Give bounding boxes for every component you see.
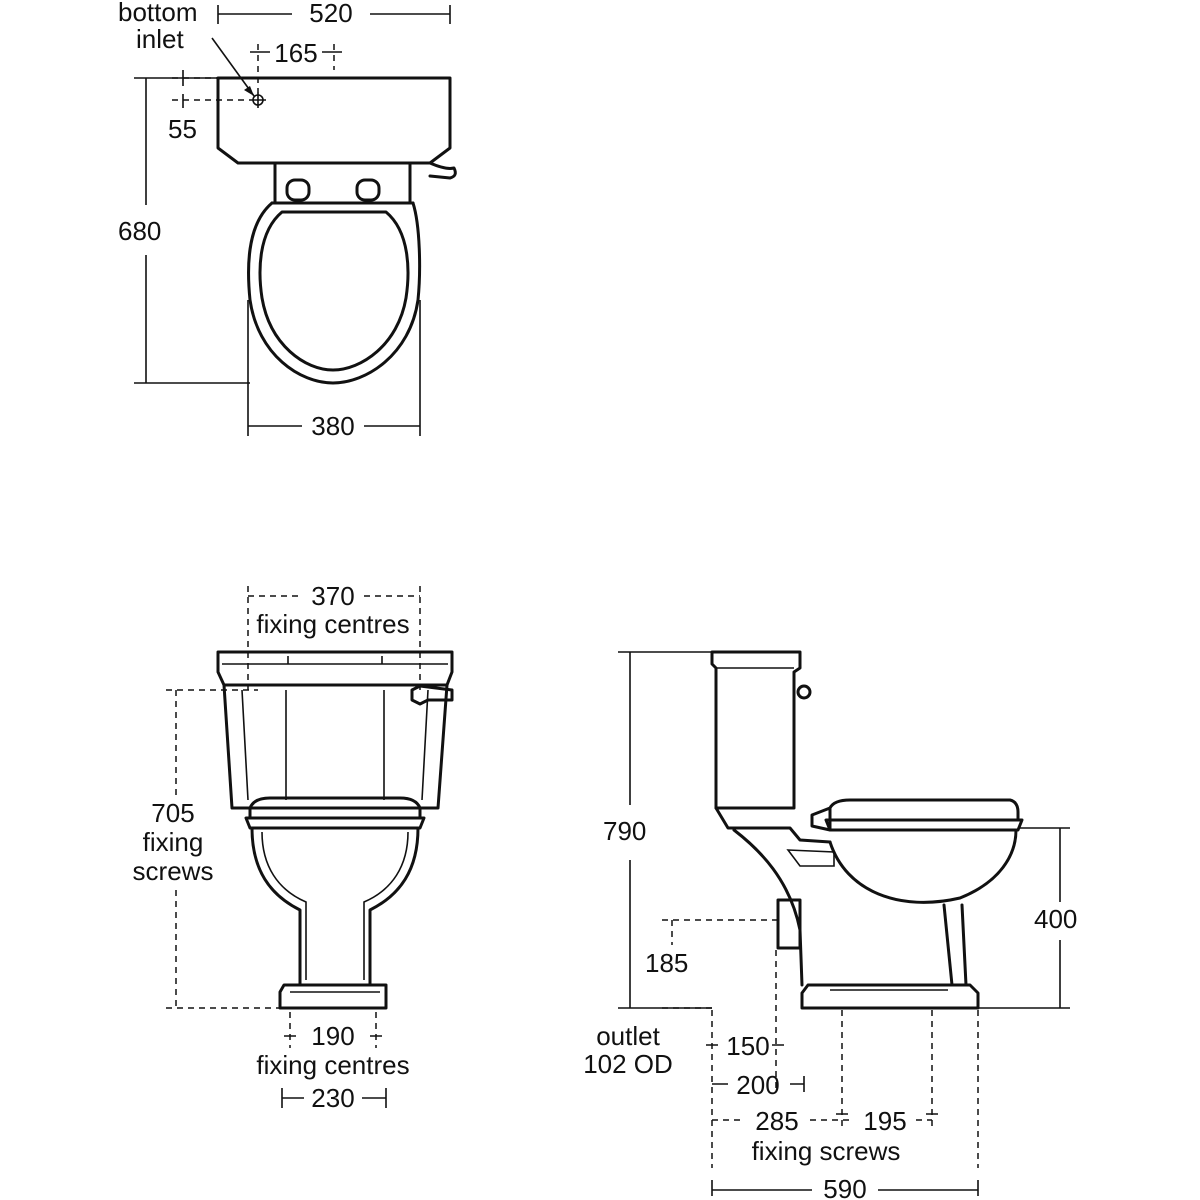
side-pedestal xyxy=(942,903,968,987)
dim-plan-inlet-depth xyxy=(172,70,250,108)
plan-seat-inner xyxy=(258,210,410,372)
front-flush-lever xyxy=(410,684,454,706)
inlet-leader-arrow xyxy=(211,37,255,97)
label-fixing-screw-195: 195 xyxy=(863,1106,906,1136)
front-cistern-lid xyxy=(216,650,454,687)
dim-front-base-fixing xyxy=(284,1012,382,1048)
dim-side-seat-height xyxy=(978,827,1070,1009)
label-outlet-height-185: 185 xyxy=(645,948,688,978)
plan-view: bottom inlet 520 165 55 680 380 xyxy=(118,0,457,441)
label-outlet: outlet xyxy=(596,1021,660,1051)
dim-front-fixing-screws xyxy=(166,689,282,1009)
label-outlet-offset-150: 150 xyxy=(726,1031,769,1061)
label-width-520: 520 xyxy=(309,0,352,28)
dim-plan-width xyxy=(217,5,451,24)
label-base-fixing-centres: fixing centres xyxy=(256,1050,409,1080)
label-screws: screws xyxy=(133,856,214,886)
label-inlet-depth-55: 55 xyxy=(168,114,197,144)
side-connector xyxy=(714,806,832,844)
side-view: 790 400 185 outlet 102 OD 150 200 285 19… xyxy=(583,650,1077,1200)
plan-hinges xyxy=(270,178,415,205)
side-flush-lever xyxy=(796,684,812,700)
side-cistern xyxy=(710,650,802,810)
label-base-fixing-190: 190 xyxy=(311,1021,354,1051)
label-projection-590: 590 xyxy=(823,1174,866,1200)
plan-seat-outer xyxy=(246,201,422,385)
label-fixing-screw-285: 285 xyxy=(755,1106,798,1136)
dim-plan-inlet-offset xyxy=(250,44,342,92)
dim-side-projection xyxy=(711,1180,979,1196)
label-height-790: 790 xyxy=(603,816,646,846)
dim-side-outlet-height xyxy=(662,919,778,1009)
side-base xyxy=(800,983,980,1010)
front-view: 370 fixing centres 705 fixing screws 190… xyxy=(133,581,454,1113)
plan-neck xyxy=(273,161,412,205)
front-seat xyxy=(248,796,422,820)
side-seat xyxy=(828,798,1020,822)
label-base-width-230: 230 xyxy=(311,1083,354,1113)
label-height-705: 705 xyxy=(151,798,194,828)
label-inlet-offset-165: 165 xyxy=(274,38,317,68)
dim-side-outlet-depth xyxy=(712,1076,805,1092)
dim-side-fixing-screws xyxy=(712,1113,938,1121)
front-cistern-body xyxy=(222,683,449,810)
label-outlet-depth-200: 200 xyxy=(736,1070,779,1100)
plan-cistern-outline xyxy=(216,76,452,165)
plan-flush-lever xyxy=(428,161,457,180)
label-fixing-centres-top: fixing centres xyxy=(256,609,409,639)
front-pedestal-base xyxy=(278,983,388,1010)
dim-front-base-width xyxy=(281,1088,387,1108)
dim-plan-depth xyxy=(134,77,250,384)
side-reference-lines xyxy=(711,950,979,1168)
label-fixing-screws: fixing screws xyxy=(752,1136,901,1166)
label-seat-height-400: 400 xyxy=(1034,904,1077,934)
label-fixing: fixing xyxy=(143,827,204,857)
label-inlet: inlet xyxy=(136,24,184,54)
label-bottom: bottom xyxy=(118,0,198,27)
label-outlet-od: 102 OD xyxy=(583,1049,673,1079)
label-fixing-centres-370: 370 xyxy=(311,581,354,611)
label-bowl-width-380: 380 xyxy=(311,411,354,441)
front-bowl xyxy=(250,826,420,987)
label-depth-680: 680 xyxy=(118,216,161,246)
side-outlet xyxy=(776,898,802,950)
dim-plan-bowl-width xyxy=(247,300,421,436)
